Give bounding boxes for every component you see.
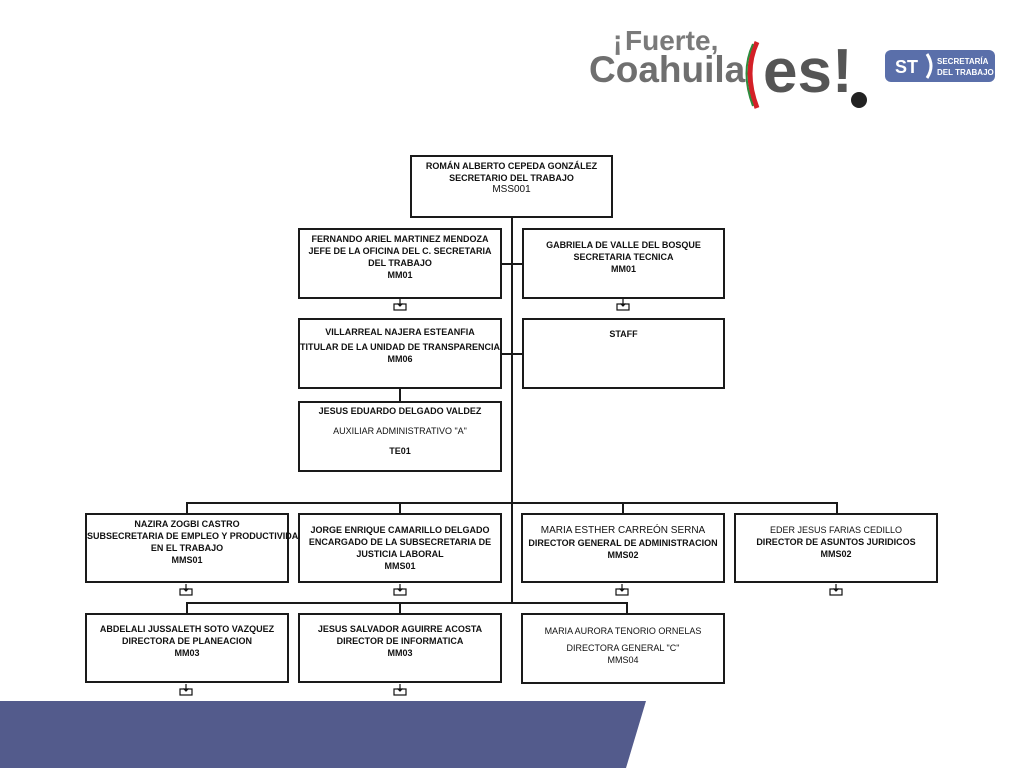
connector-right-staff-2 <box>513 353 523 355</box>
jefe-oficina-title: JEFE DE LA OFICINA DEL C. SECRETARIA DEL… <box>308 246 492 268</box>
expand-icon[interactable] <box>829 584 843 596</box>
drop-col-4 <box>836 502 838 514</box>
org-box-dir-informatica[interactable]: JESUS SALVADOR AGUIRRE ACOSTA DIRECTOR D… <box>298 613 502 683</box>
secretario-name: ROMÁN ALBERTO CEPEDA GONZÁLEZ <box>425 161 598 171</box>
org-box-secretario[interactable]: ROMÁN ALBERTO CEPEDA GONZÁLEZ SECRETARIO… <box>410 155 613 218</box>
dir-juridicos-code: MMS02 <box>820 549 852 559</box>
secretaria-tecnica-code: MM01 <box>610 264 636 274</box>
org-box-dir-general-c[interactable]: MARIA AURORA TENORIO ORNELAS DIRECTORA G… <box>521 613 725 684</box>
subsecretaria-justicia-title: ENCARGADO DE LA SUBSECRETARIA DE JUSTICI… <box>308 537 492 559</box>
org-box-staff[interactable]: STAFF <box>522 318 725 389</box>
logo-exclaim: ¡ <box>613 25 622 56</box>
drop-row2-col-2 <box>399 602 401 614</box>
logo-graphic: ¡ Fuerte, Coahuila es! ST SECRETARÍA DEL… <box>589 25 995 109</box>
subsecretaria-empleo-name: NAZIRA ZOGBI CASTRO <box>134 519 240 529</box>
dir-administracion-code: MMS02 <box>607 550 639 560</box>
org-box-dir-planeacion[interactable]: ABDELALI JUSSALETH SOTO VAZQUEZ DIRECTOR… <box>85 613 289 683</box>
org-box-jefe-oficina[interactable]: FERNANDO ARIEL MARTINEZ MENDOZA JEFE DE … <box>298 228 502 299</box>
connector-auxiliar <box>399 387 401 402</box>
org-box-transparencia[interactable]: VILLARREAL NAJERA ESTEANFIA TITULAR DE L… <box>298 318 502 389</box>
org-box-subsecretaria-justicia[interactable]: JORGE ENRIQUE CAMARILLO DELGADO ENCARGAD… <box>298 513 502 583</box>
main-trunk-line <box>511 217 513 602</box>
subsecretaria-empleo-code: MMS01 <box>171 555 203 565</box>
auxiliar-name: JESUS EDUARDO DELGADO VALDEZ <box>318 406 482 416</box>
expand-icon[interactable] <box>616 299 630 311</box>
dir-general-c-title: DIRECTORA GENERAL "C" <box>566 643 680 653</box>
jefe-oficina-code: MM01 <box>387 270 413 280</box>
branch-row-1 <box>186 502 838 504</box>
org-box-secretaria-tecnica[interactable]: GABRIELA DE VALLE DEL BOSQUE SECRETARIA … <box>522 228 725 299</box>
dir-administracion-name: MARIA ESTHER CARREÓN SERNA <box>540 525 706 536</box>
branch-row-2 <box>186 602 628 604</box>
dir-juridicos-name: EDER JESUS FARIAS CEDILLO <box>769 525 903 535</box>
dir-administracion-title: DIRECTOR GENERAL DE ADMINISTRACION <box>528 538 718 548</box>
connector-left-staff-2 <box>501 353 511 355</box>
logo-dept-line2: DEL TRABAJO <box>937 68 994 77</box>
expand-icon[interactable] <box>615 584 629 596</box>
transparencia-code: MM06 <box>387 354 413 364</box>
org-box-dir-administracion[interactable]: MARIA ESTHER CARREÓN SERNA DIRECTOR GENE… <box>521 513 725 583</box>
dir-general-c-code: MMS04 <box>607 655 639 665</box>
connector-left-staff-1 <box>501 263 511 265</box>
logo-es: es! <box>763 37 853 106</box>
dir-informatica-code: MM03 <box>387 648 413 658</box>
org-box-auxiliar[interactable]: JESUS EDUARDO DELGADO VALDEZ AUXILIAR AD… <box>298 401 502 472</box>
logo-coahuila: Coahuila <box>589 49 746 90</box>
expand-icon[interactable] <box>179 584 193 596</box>
logo-st: ST <box>895 57 918 77</box>
dir-planeacion-code: MM03 <box>174 648 200 658</box>
logo-fuerte: Fuerte, <box>625 25 718 56</box>
org-box-subsecretaria-empleo[interactable]: NAZIRA ZOGBI CASTRO SUBSECRETARIA DE EMP… <box>85 513 305 583</box>
footer-band <box>0 701 646 768</box>
drop-col-1 <box>186 502 188 514</box>
dir-general-c-name: MARIA AURORA TENORIO ORNELAS <box>544 626 702 636</box>
expand-icon[interactable] <box>393 584 407 596</box>
dir-informatica-name: JESUS SALVADOR AGUIRRE ACOSTA <box>317 624 483 634</box>
org-box-dir-juridicos[interactable]: EDER JESUS FARIAS CEDILLO DIRECTOR DE AS… <box>734 513 938 583</box>
staff-title: STAFF <box>609 329 638 339</box>
logo-dept-line1: SECRETARÍA <box>937 57 989 66</box>
secretario-title: SECRETARIO DEL TRABAJO <box>449 173 574 183</box>
dir-juridicos-title: DIRECTOR DE ASUNTOS JURIDICOS <box>756 537 916 547</box>
expand-icon[interactable] <box>393 684 407 696</box>
secretaria-tecnica-title: SECRETARIA TECNICA <box>573 252 674 262</box>
auxiliar-title: AUXILIAR ADMINISTRATIVO "A" <box>333 426 467 436</box>
connector-right-staff-1 <box>513 263 523 265</box>
dir-planeacion-name: ABDELALI JUSSALETH SOTO VAZQUEZ <box>99 624 275 634</box>
dir-informatica-title: DIRECTOR DE INFORMATICA <box>336 636 464 646</box>
auxiliar-code: TE01 <box>389 446 411 456</box>
secretario-code: MSS001 <box>492 184 531 195</box>
subsecretaria-empleo-title-2: EN EL TRABAJO <box>150 543 224 553</box>
drop-row2-col-1 <box>186 602 188 614</box>
subsecretaria-justicia-name: JORGE ENRIQUE CAMARILLO DELGADO <box>310 525 490 535</box>
expand-icon[interactable] <box>179 684 193 696</box>
secretaria-del-trabajo-logo: ¡ Fuerte, Coahuila es! ST SECRETARÍA DEL… <box>585 20 1005 115</box>
jefe-oficina-name: FERNANDO ARIEL MARTINEZ MENDOZA <box>311 234 489 244</box>
transparencia-name: VILLARREAL NAJERA ESTEANFIA <box>325 327 475 337</box>
drop-col-2 <box>399 502 401 514</box>
drop-row2-col-3 <box>626 602 628 614</box>
subsecretaria-justicia-code: MMS01 <box>384 561 416 571</box>
transparencia-title: TITULAR DE LA UNIDAD DE TRANSPARENCIA <box>300 342 500 352</box>
subsecretaria-empleo-title-1: SUBSECRETARIA DE EMPLEO Y PRODUCTIVIDAD <box>87 531 305 541</box>
drop-col-3 <box>622 502 624 514</box>
secretaria-tecnica-name: GABRIELA DE VALLE DEL BOSQUE <box>546 240 701 250</box>
expand-icon[interactable] <box>393 299 407 311</box>
dir-planeacion-title: DIRECTORA DE PLANEACION <box>121 636 252 646</box>
